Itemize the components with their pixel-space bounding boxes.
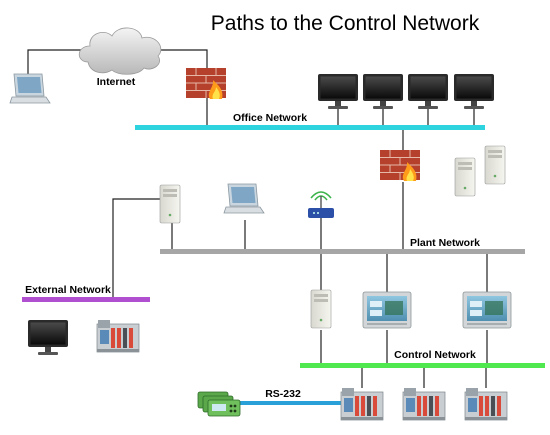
firewall-icon [379,149,421,182]
firewall-icon [185,67,227,100]
monitor-icon [454,74,494,109]
external-network-label: External Network [25,284,111,296]
server-tower-icon [484,145,506,185]
external-network-bus [22,297,150,302]
plc-icon [402,387,446,421]
monitor-icon [318,74,358,109]
monitor-icon [363,74,403,109]
hmi-panel-icon [462,291,512,329]
server-tower-icon [454,157,476,197]
laptop-icon [9,73,51,104]
office-network-label: Office Network [233,112,307,124]
internet-link-right [160,49,208,68]
wireless-router-icon [308,191,334,218]
server-tower-icon [159,184,181,224]
internet-label: Internet [97,76,136,88]
plc-icon [464,387,508,421]
plc-icon [340,387,384,421]
server-tower-icon [310,289,332,329]
internet-link-left [27,49,92,75]
plc-icon [96,319,140,353]
office-network-bus [135,125,485,130]
control-network-bus [300,363,545,368]
keypad-device-icon [197,391,241,417]
rs232-label: RS-232 [265,388,301,400]
cloud-icon [78,27,162,75]
rs232-link [240,401,342,405]
monitor-icon [408,74,448,109]
plant-network-label: Plant Network [410,237,480,249]
laptop-icon [223,183,265,214]
control-network-label: Control Network [394,349,476,361]
external-gateway-link [112,198,160,298]
plant-network-bus [160,249,525,254]
hmi-panel-icon [362,291,412,329]
diagram-title: Paths to the Control Network [211,12,480,35]
monitor-icon [28,320,68,355]
